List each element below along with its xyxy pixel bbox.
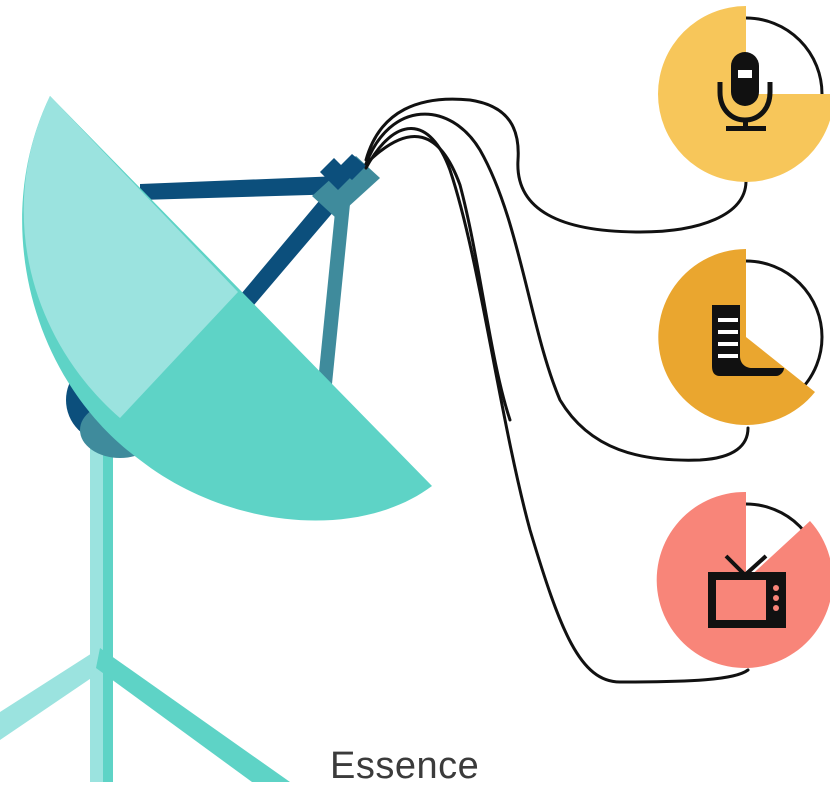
dish-reflector [22, 96, 432, 521]
dish-stand [0, 445, 290, 782]
microphone-icon [717, 52, 773, 131]
television-icon [708, 554, 786, 628]
document-pie [658, 249, 824, 425]
television-pie [656, 491, 830, 668]
microphone-pie [658, 6, 830, 182]
feed-horn [312, 154, 380, 218]
dish-struts [140, 176, 352, 384]
document-icon [712, 305, 784, 376]
cables [364, 97, 750, 684]
caption-text: Essence [330, 745, 480, 787]
